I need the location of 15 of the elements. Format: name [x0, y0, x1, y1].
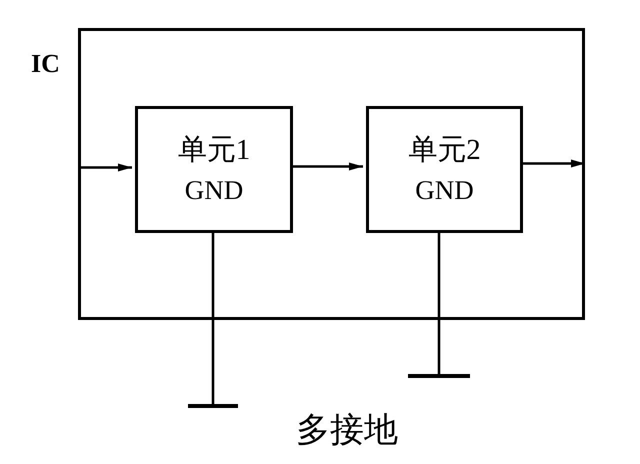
signal-arrow [520, 160, 585, 168]
ground-wire [438, 230, 440, 374]
unit-box [366, 106, 523, 233]
signal-arrow [78, 164, 132, 172]
ground-bar [188, 404, 238, 408]
ground-bar [408, 374, 470, 378]
ground-label: GND [415, 176, 474, 204]
unit-title: 单元1 [178, 136, 250, 164]
ground-wire [212, 230, 214, 404]
ground-label: GND [184, 176, 244, 204]
caption: 多接地 [296, 414, 398, 448]
unit-title: 单元2 [408, 136, 481, 164]
frame-label: IC [31, 51, 60, 77]
unit-box [135, 106, 293, 233]
signal-arrow [290, 162, 363, 170]
